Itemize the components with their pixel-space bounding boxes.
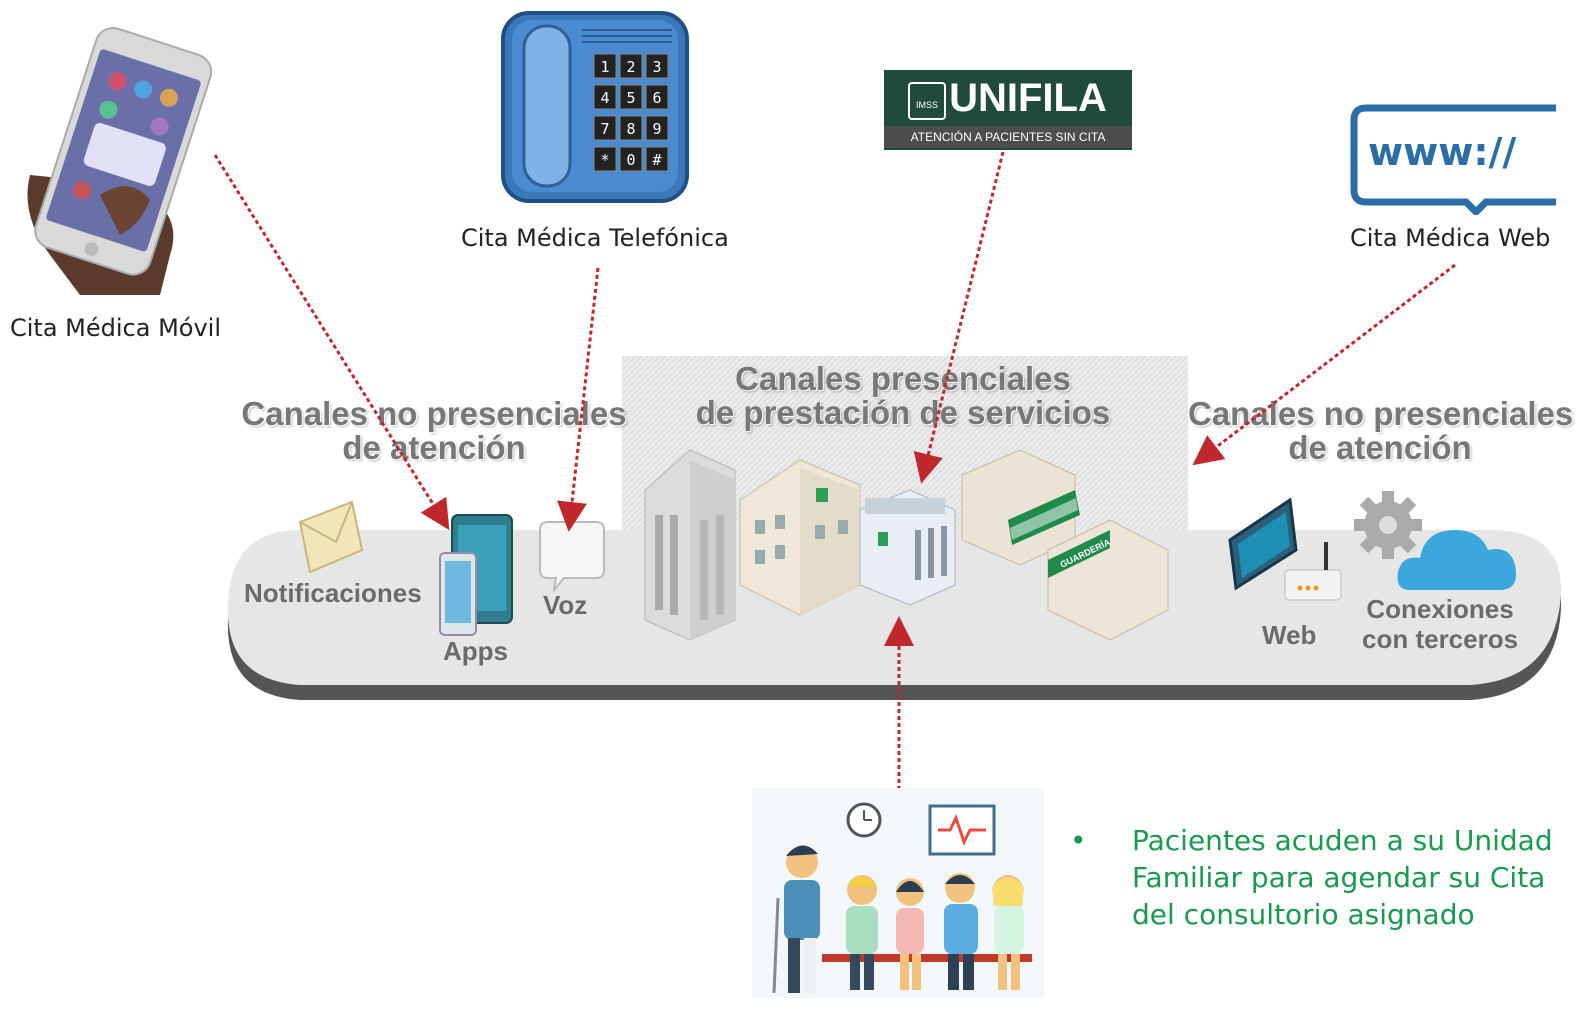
arrow-telefonica-to-voz bbox=[557, 267, 600, 532]
phone-key bbox=[645, 146, 669, 172]
label-web: Web bbox=[1262, 620, 1317, 650]
phone-key-label: # bbox=[652, 151, 661, 169]
caption-telefonica: Cita Médica Telefónica bbox=[461, 224, 729, 252]
arrow-unifila-to-clinic bbox=[913, 151, 1005, 484]
arrow-web-to-right bbox=[1192, 263, 1456, 466]
phone-key-label: 0 bbox=[626, 151, 635, 169]
www-text: www:// bbox=[1368, 130, 1517, 174]
buildings: GUARDERÍA bbox=[644, 449, 1169, 641]
phone-key bbox=[593, 115, 617, 141]
unifila-logo: IMSS UNIFILA ATENCIÓN A PACIENTES SIN CI… bbox=[884, 70, 1132, 150]
phone-key bbox=[645, 115, 669, 141]
bullet-line: del consultorio asignado bbox=[1132, 898, 1475, 931]
bullet-text: Pacientes acuden a su Unidad Familiar pa… bbox=[1132, 822, 1594, 933]
bullet-marker: • bbox=[1070, 824, 1087, 857]
label-notificaciones: Notificaciones bbox=[244, 578, 422, 608]
unifila-subtitle: ATENCIÓN A PACIENTES SIN CITA bbox=[884, 126, 1132, 148]
phone-key bbox=[645, 53, 669, 79]
phone-key-label: 1 bbox=[600, 58, 609, 76]
phone-key bbox=[619, 115, 643, 141]
phone-key-label: 5 bbox=[626, 89, 635, 107]
bullet-line: Familiar para agendar su Cita bbox=[1132, 861, 1546, 894]
phone-key-label: 2 bbox=[626, 58, 635, 76]
label-voz: Voz bbox=[543, 590, 588, 620]
phone-key bbox=[593, 53, 617, 79]
patients-waiting-illustration bbox=[752, 788, 1044, 998]
phone-key-label: * bbox=[600, 151, 609, 169]
label-apps: Apps bbox=[443, 636, 508, 666]
phone-key bbox=[645, 84, 669, 110]
phone-key bbox=[619, 84, 643, 110]
phone-key-label: 8 bbox=[626, 120, 635, 138]
phone-key bbox=[593, 146, 617, 172]
phone-key-label: 7 bbox=[600, 120, 609, 138]
smartphone-image bbox=[10, 25, 220, 295]
caption-web: Cita Médica Web bbox=[1350, 224, 1551, 252]
phone-key bbox=[619, 146, 643, 172]
phone-key bbox=[619, 53, 643, 79]
bullet-line: Pacientes acuden a su Unidad bbox=[1132, 824, 1553, 857]
caption-movil: Cita Médica Móvil bbox=[10, 314, 222, 342]
imss-logo-text: IMSS bbox=[915, 100, 938, 110]
channels-panel: GUARDERÍA bbox=[0, 350, 1594, 730]
phone-key-label: 6 bbox=[652, 89, 661, 107]
arrow-movil-to-apps bbox=[213, 154, 450, 531]
phone-key-label: 3 bbox=[652, 58, 661, 76]
unifila-title: UNIFILA bbox=[949, 76, 1107, 120]
phone-key-label: 4 bbox=[600, 89, 609, 107]
www-badge-icon bbox=[1346, 100, 1556, 217]
phone-key bbox=[593, 84, 617, 110]
phone-key-label: 9 bbox=[652, 120, 661, 138]
